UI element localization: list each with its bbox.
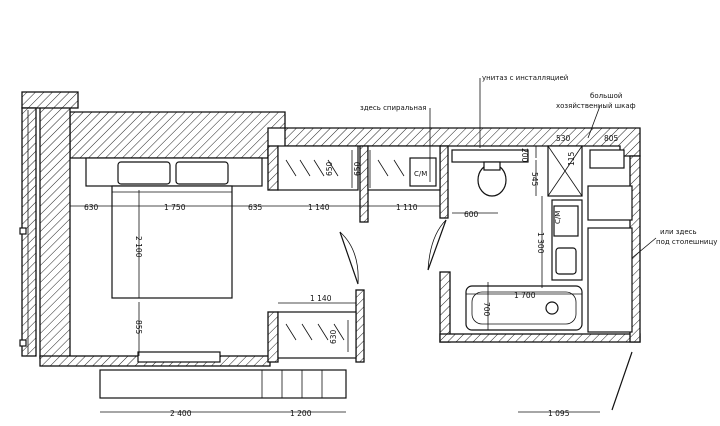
partition-wall-5 bbox=[355, 289, 365, 363]
dim-1140-bottom: 1 140 bbox=[310, 294, 332, 303]
bedroom-furniture bbox=[19, 110, 347, 399]
dim-2100: 2 100 bbox=[134, 236, 143, 258]
dim-1300: 1 300 bbox=[536, 232, 545, 254]
dim-115: 115 bbox=[567, 151, 576, 166]
bathroom-fixtures bbox=[409, 145, 633, 333]
tv bbox=[137, 351, 221, 363]
top-wall-bedroom bbox=[69, 111, 286, 159]
left-top-stub bbox=[21, 91, 79, 109]
dim-545: 545 bbox=[530, 172, 539, 187]
partition-wall-1 bbox=[267, 145, 279, 191]
dim-1750: 1 750 bbox=[164, 203, 186, 212]
door-closet bbox=[611, 351, 633, 411]
door-bedroom bbox=[339, 231, 359, 285]
toilet-installation bbox=[451, 149, 529, 163]
label-sm-1: С/М bbox=[414, 170, 427, 178]
pillow-right bbox=[175, 161, 229, 185]
left-wall bbox=[39, 95, 71, 359]
dimension-labels: 630 1 750 635 1 140 1 110 600 2 100 855 … bbox=[84, 134, 619, 418]
dim-1700: 1 700 bbox=[514, 291, 536, 300]
dim-1095: 1 095 bbox=[548, 409, 570, 418]
cabinet-right bbox=[589, 149, 625, 169]
note-toilet: унитаз с инсталляцией bbox=[482, 74, 568, 82]
door-bathroom bbox=[427, 219, 447, 271]
wardrobe-bottom bbox=[277, 311, 357, 359]
note-alt-1: или здесь bbox=[660, 228, 697, 236]
note-spiral: здесь спиральная bbox=[360, 104, 426, 112]
dim-855: 855 bbox=[134, 320, 143, 335]
dim-650-a: 650 bbox=[325, 161, 334, 176]
dim-630-b: 630 bbox=[329, 329, 338, 344]
dim-805: 805 bbox=[604, 134, 619, 143]
bath-bottom-wall bbox=[439, 333, 641, 343]
tv-stand bbox=[99, 369, 347, 399]
partition-wall-4 bbox=[439, 145, 449, 219]
dim-1200: 1 200 bbox=[290, 409, 312, 418]
partition-wall-2 bbox=[267, 311, 279, 363]
washing-machine-2 bbox=[553, 205, 579, 237]
washing-machine-1 bbox=[409, 157, 437, 187]
wardrobe-top-1 bbox=[277, 145, 359, 191]
dim-600: 600 bbox=[464, 210, 479, 219]
note-alt-2: под столешницу bbox=[656, 238, 717, 246]
pillow-left bbox=[117, 161, 171, 185]
dim-630: 630 bbox=[84, 203, 99, 212]
bath-left-wall bbox=[439, 271, 451, 343]
sink bbox=[555, 247, 577, 275]
dim-635: 635 bbox=[248, 203, 263, 212]
label-sm-2: С/М bbox=[554, 211, 562, 224]
dim-1110: 1 110 bbox=[396, 203, 418, 212]
annotations: унитаз с инсталляцией здесь спиральная б… bbox=[360, 74, 717, 246]
note-cabinet-2: хозяйственный шкаф bbox=[556, 102, 636, 110]
appliance-labels: С/М С/М bbox=[414, 170, 562, 224]
bathtub bbox=[465, 285, 583, 331]
dim-1140-top: 1 140 bbox=[308, 203, 330, 212]
partition-wall-3 bbox=[359, 145, 369, 223]
dim-530: 530 bbox=[556, 134, 571, 143]
dim-2400: 2 400 bbox=[170, 409, 192, 418]
dim-650-b: 650 bbox=[353, 161, 362, 176]
dim-200: 200 bbox=[520, 148, 529, 163]
note-cabinet-1: большой bbox=[590, 92, 622, 100]
headboard-cabinet bbox=[85, 157, 263, 187]
dim-700: 700 bbox=[482, 302, 491, 317]
dimension-lines bbox=[70, 78, 657, 413]
bed bbox=[111, 185, 233, 299]
